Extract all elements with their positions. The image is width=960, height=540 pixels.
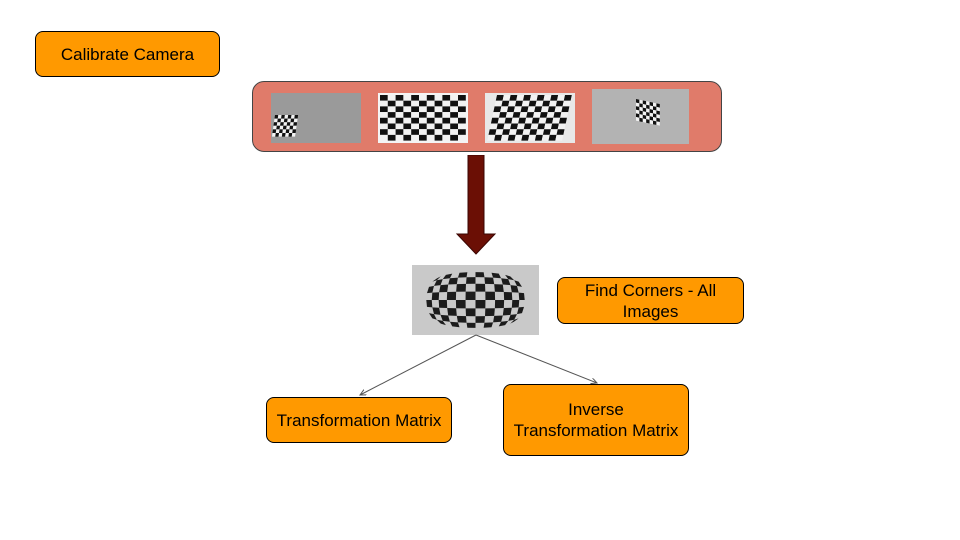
- chessboard-image-1: [271, 93, 361, 143]
- chessboard-image-3: [485, 93, 575, 143]
- inverse-transformation-matrix-label: Inverse Transformation Matrix: [503, 384, 689, 456]
- transformation-matrix-label: Transformation Matrix: [266, 397, 452, 443]
- distorted-chessboard-image: [412, 265, 539, 335]
- chessboard-image-4: [592, 89, 689, 144]
- find-corners-text: Find Corners - All Images: [584, 280, 717, 321]
- calibrate-camera-text: Calibrate Camera: [60, 44, 195, 64]
- find-corners-label: Find Corners - All Images: [557, 277, 744, 324]
- calibration-images-strip: [252, 81, 722, 152]
- inverse-transformation-matrix-text: Inverse Transformation Matrix: [513, 400, 679, 440]
- down-arrow-icon: [455, 155, 497, 255]
- calibrate-camera-label: Calibrate Camera: [35, 31, 220, 77]
- transformation-matrix-text: Transformation Matrix: [276, 410, 442, 430]
- connector-to-inverse: [475, 334, 597, 383]
- connector-to-transform: [360, 334, 477, 395]
- chessboard-image-2: [378, 93, 468, 143]
